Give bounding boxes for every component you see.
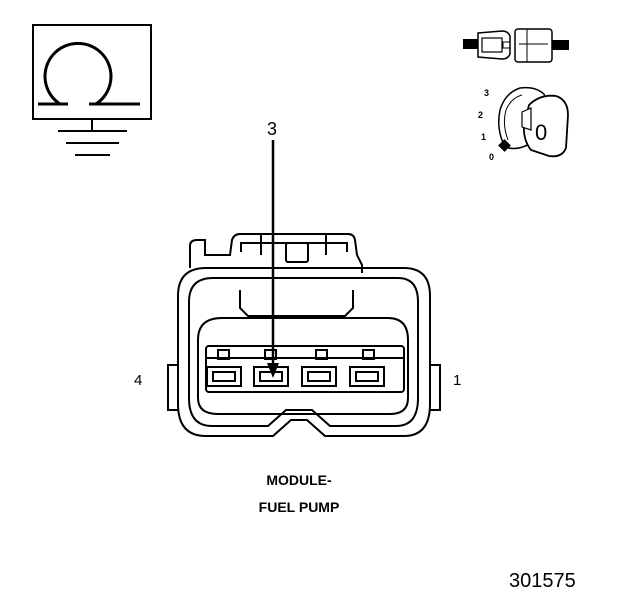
ignition-key-icon: 3 2 1 0 0 [478,86,569,162]
ohmmeter-icon [32,24,152,120]
figure-number: 301575 [509,570,576,592]
ignition-position-1: 1 [481,132,486,142]
ignition-position-2: 2 [478,110,483,120]
pin-callout-label: 3 [267,119,277,139]
fuel-pump-connector [167,233,441,437]
pin-label-right: 1 [453,372,461,389]
terminal-cavity [301,349,337,387]
pin-callout-arrow [267,140,279,378]
component-name-line2: FUEL PUMP [259,499,340,515]
ignition-position-3: 3 [484,88,489,98]
disconnected-connector-icon [463,28,569,63]
pin-label-left: 4 [134,372,142,389]
terminal-cavity [206,349,242,387]
component-name-line1: MODULE- [266,472,332,488]
terminal-cavity [349,349,385,387]
ignition-key-label: 0 [535,120,547,145]
ignition-position-0: 0 [489,152,494,162]
ground-icon [58,119,127,156]
